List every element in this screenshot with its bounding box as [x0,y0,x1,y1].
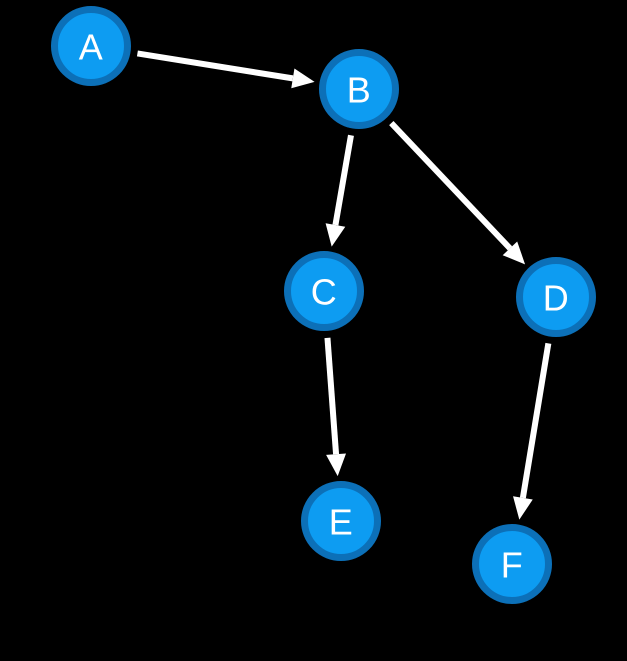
node-label: D [543,278,570,319]
node-circle[interactable] [301,481,381,561]
arrowhead-icon [291,68,315,89]
graph-node-d[interactable]: D [516,257,596,337]
node-circle[interactable] [51,6,131,86]
edge-line [389,121,513,251]
edge-b-to-d [389,121,526,265]
edge-line [332,134,354,226]
node-label: E [329,502,354,543]
node-label: A [79,27,104,68]
edge-c-to-e [324,337,347,477]
graph-node-b[interactable]: B [319,49,399,129]
node-layer: A B C D E F [51,6,596,604]
arrowhead-icon [325,223,346,247]
arrowhead-icon [326,453,347,477]
arrowhead-icon [502,241,526,265]
edge-layer [136,50,552,520]
edge-d-to-f [513,342,552,520]
graph-node-e[interactable]: E [301,481,381,561]
node-circle[interactable] [284,251,364,331]
arrowhead-icon [513,496,533,520]
node-circle[interactable] [516,257,596,337]
edge-a-to-b [136,50,315,89]
edge-b-to-c [325,134,354,247]
node-label: F [501,545,524,586]
graph-node-f[interactable]: F [472,524,552,604]
edge-line [136,50,294,82]
node-label: B [347,70,372,111]
node-circle[interactable] [319,49,399,129]
edge-line [519,342,552,499]
edge-line [324,337,340,455]
node-circle[interactable] [472,524,552,604]
node-label: C [311,272,338,313]
graph-node-a[interactable]: A [51,6,131,86]
graph-node-c[interactable]: C [284,251,364,331]
